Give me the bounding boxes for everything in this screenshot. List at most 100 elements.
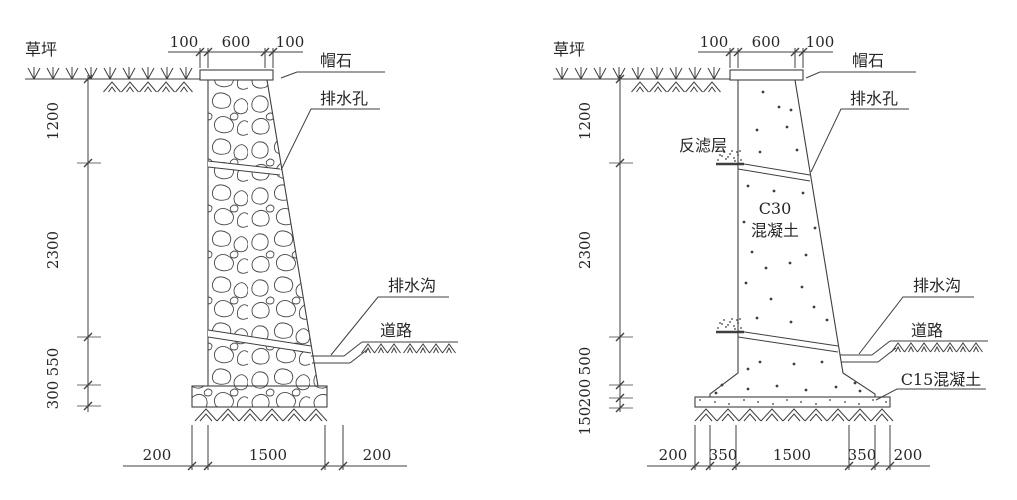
bottom-dim-extension-lines bbox=[191, 425, 344, 470]
soil-chevron-icon bbox=[139, 81, 157, 93]
lawn-tuft-icon bbox=[122, 67, 136, 80]
soil-chevron-icon bbox=[429, 343, 443, 354]
soil-chevron-icon bbox=[654, 86, 662, 93]
soil-chevron-icon bbox=[703, 81, 721, 93]
cap-label: 帽石 bbox=[852, 51, 884, 70]
dim-tick bbox=[615, 380, 625, 390]
side-dim-ticks bbox=[77, 74, 101, 411]
lawn-tuft-icon bbox=[103, 67, 117, 80]
concrete-dot bbox=[737, 322, 739, 324]
dim-tick bbox=[790, 47, 800, 57]
concrete-dot bbox=[853, 381, 857, 385]
concrete-dot bbox=[727, 324, 729, 326]
concrete-dot bbox=[755, 316, 759, 320]
soil-chevron-icon bbox=[221, 413, 235, 422]
concrete-dot bbox=[737, 154, 739, 156]
concrete-dot bbox=[757, 401, 759, 403]
concrete-dot bbox=[743, 399, 745, 401]
dim-tick bbox=[203, 47, 213, 57]
bottom-dim-ticks bbox=[690, 461, 895, 471]
concrete-dot bbox=[731, 318, 733, 320]
concrete-dot bbox=[858, 389, 862, 393]
lawn-tuft-icon bbox=[555, 67, 569, 80]
concrete-dot bbox=[727, 156, 729, 158]
soil-chevron-icon bbox=[243, 413, 257, 422]
soil-chevron-icon bbox=[934, 345, 940, 353]
dim-tick bbox=[885, 461, 895, 471]
dim-label: 2300 bbox=[44, 231, 62, 269]
soil-chevron-icon bbox=[282, 408, 306, 422]
dim-label: 1500 bbox=[773, 446, 811, 464]
road-label: 道路 bbox=[380, 321, 412, 340]
concrete-dot bbox=[746, 184, 750, 188]
soil-chevron-icon bbox=[374, 343, 388, 354]
soil-chevron-icon bbox=[238, 408, 262, 422]
concrete-dot bbox=[775, 384, 779, 388]
concrete-dot bbox=[739, 318, 741, 320]
concrete-dot bbox=[834, 385, 838, 389]
concrete-dot bbox=[725, 158, 727, 160]
dim-tick bbox=[83, 158, 93, 168]
concrete-dot bbox=[736, 151, 738, 153]
soil-chevron-icon bbox=[787, 413, 801, 422]
concrete-dot bbox=[714, 391, 718, 395]
concrete-dot bbox=[717, 159, 719, 161]
dim-label: 350 bbox=[709, 446, 738, 464]
soil-chevron-icon bbox=[943, 342, 957, 353]
dim-tick bbox=[725, 47, 735, 57]
dim-tick bbox=[203, 461, 213, 471]
upper-drain-pipe-lines bbox=[207, 160, 281, 176]
dim-tick bbox=[844, 461, 854, 471]
soil-chevron-icon bbox=[969, 342, 983, 353]
concrete-dot bbox=[872, 399, 874, 401]
ditch-leader-line bbox=[330, 296, 449, 356]
cap-stone bbox=[199, 69, 274, 81]
drain-hole-leader-line bbox=[810, 108, 909, 173]
dim-tick bbox=[615, 403, 625, 413]
c15-leveling-slab bbox=[694, 396, 891, 408]
soil-chevron-icon bbox=[831, 413, 845, 422]
concrete-dot bbox=[885, 401, 887, 403]
top-dim-extension-lines bbox=[199, 48, 274, 68]
soil-chevron-icon bbox=[403, 343, 417, 354]
concrete-texture-dots bbox=[699, 90, 887, 405]
concrete-dot bbox=[820, 360, 824, 364]
soil-chevron-icon bbox=[921, 345, 927, 353]
filter-layer-label: 反滤层 bbox=[679, 136, 727, 155]
concrete-dot bbox=[789, 108, 793, 112]
soil-chevron-icon bbox=[760, 408, 784, 422]
concrete-dot bbox=[740, 159, 742, 161]
soil-chevron-icon bbox=[265, 413, 279, 422]
dim-tick bbox=[705, 461, 715, 471]
soil-chevron-icon bbox=[960, 345, 966, 353]
soil-chevron-icon bbox=[973, 345, 979, 353]
concrete-dot bbox=[858, 403, 860, 405]
upper-drain-pipe-lines bbox=[737, 162, 811, 182]
dim-tick bbox=[731, 461, 741, 471]
soil-chevron-icon bbox=[667, 81, 685, 93]
concrete-dot bbox=[721, 323, 723, 325]
soil-chevron-icon bbox=[378, 346, 384, 354]
soil-chevron-icon bbox=[199, 413, 213, 422]
lawn-tuft-icon bbox=[141, 67, 155, 80]
dim-tick bbox=[615, 393, 625, 403]
concrete-dot bbox=[723, 151, 725, 153]
concrete-dot bbox=[725, 326, 727, 328]
concrete-dot bbox=[769, 297, 773, 301]
upper-drain-pipe bbox=[208, 161, 280, 175]
road-hatch-group bbox=[361, 343, 456, 354]
soil-chevron-icon bbox=[853, 413, 867, 422]
drain-ditch-lines bbox=[311, 341, 369, 364]
soil-chevron-icon bbox=[947, 345, 953, 353]
dim-tick bbox=[615, 332, 625, 342]
dim-tick bbox=[268, 47, 278, 57]
concrete-dot bbox=[746, 367, 750, 371]
soil-chevron-icon bbox=[260, 408, 284, 422]
dim-label: 100 bbox=[276, 33, 305, 51]
concrete-dot bbox=[714, 401, 716, 403]
lawn-tuft-icon bbox=[65, 67, 79, 80]
dim-label: 100 bbox=[700, 33, 729, 51]
lawn-tufts bbox=[27, 67, 193, 80]
road-label: 道路 bbox=[911, 321, 943, 340]
